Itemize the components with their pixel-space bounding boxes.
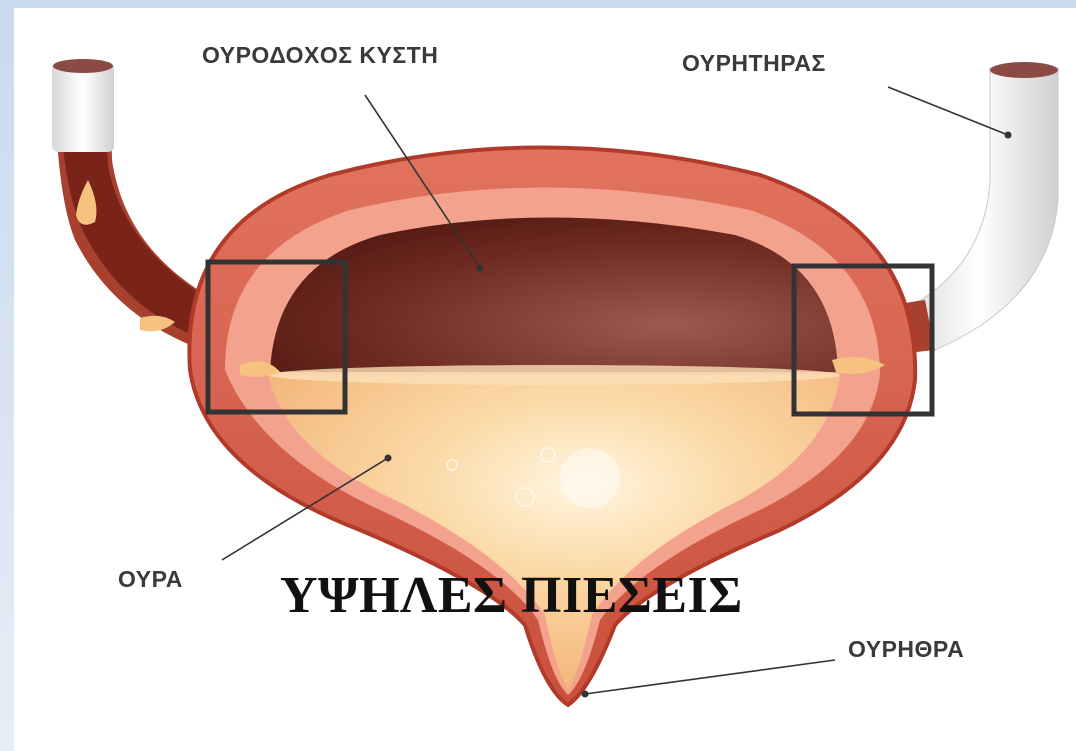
- urine-pointer-dot: [385, 455, 392, 462]
- ureter-label: ΟΥΡΗΤΗΡΑΣ: [682, 50, 826, 77]
- high-pressure-caption: ΥΨΗΛΕΣ ΠΙΕΣΕΙΣ: [280, 566, 743, 625]
- urethra-pointer-dot: [582, 691, 589, 698]
- urethra-label: ΟΥΡΗΘΡΑ: [848, 636, 964, 663]
- bladder-label: ΟΥΡΟΔΟΧΟΣ ΚΥΣΤΗ: [202, 42, 438, 69]
- urine-label: ΟΥΡΑ: [118, 566, 183, 593]
- ureter-pointer-dot: [1005, 132, 1012, 139]
- bladder-pointer-dot: [477, 265, 484, 272]
